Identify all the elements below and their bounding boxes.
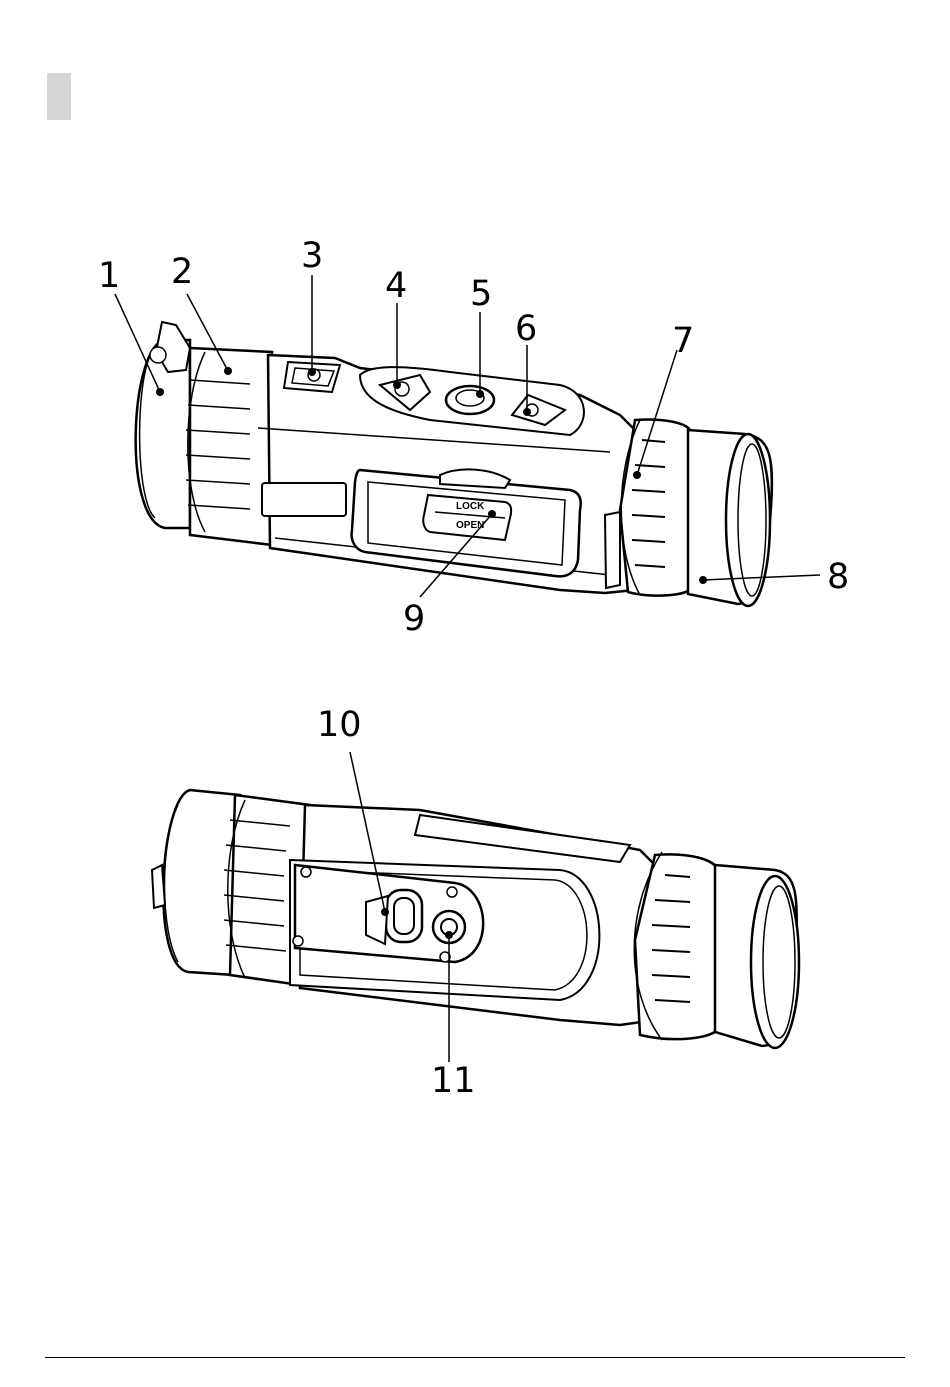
- callout-6: 6: [515, 309, 537, 349]
- callout-4: 4: [385, 266, 407, 306]
- device-top-view: LOCK OPEN: [136, 322, 772, 606]
- footer-rule: [45, 1357, 905, 1358]
- callout-8: 8: [827, 557, 849, 597]
- callout-10: 10: [317, 705, 362, 745]
- callout-3: 3: [301, 236, 323, 276]
- callout-11: 11: [431, 1061, 476, 1101]
- callout-2: 2: [171, 252, 193, 292]
- callout-9: 9: [403, 599, 425, 639]
- callout-5: 5: [470, 274, 492, 314]
- device-bottom-view: [152, 790, 799, 1048]
- open-label: OPEN: [456, 520, 484, 531]
- lock-label: LOCK: [456, 501, 485, 512]
- callout-7: 7: [672, 321, 694, 361]
- callout-1: 1: [98, 256, 120, 296]
